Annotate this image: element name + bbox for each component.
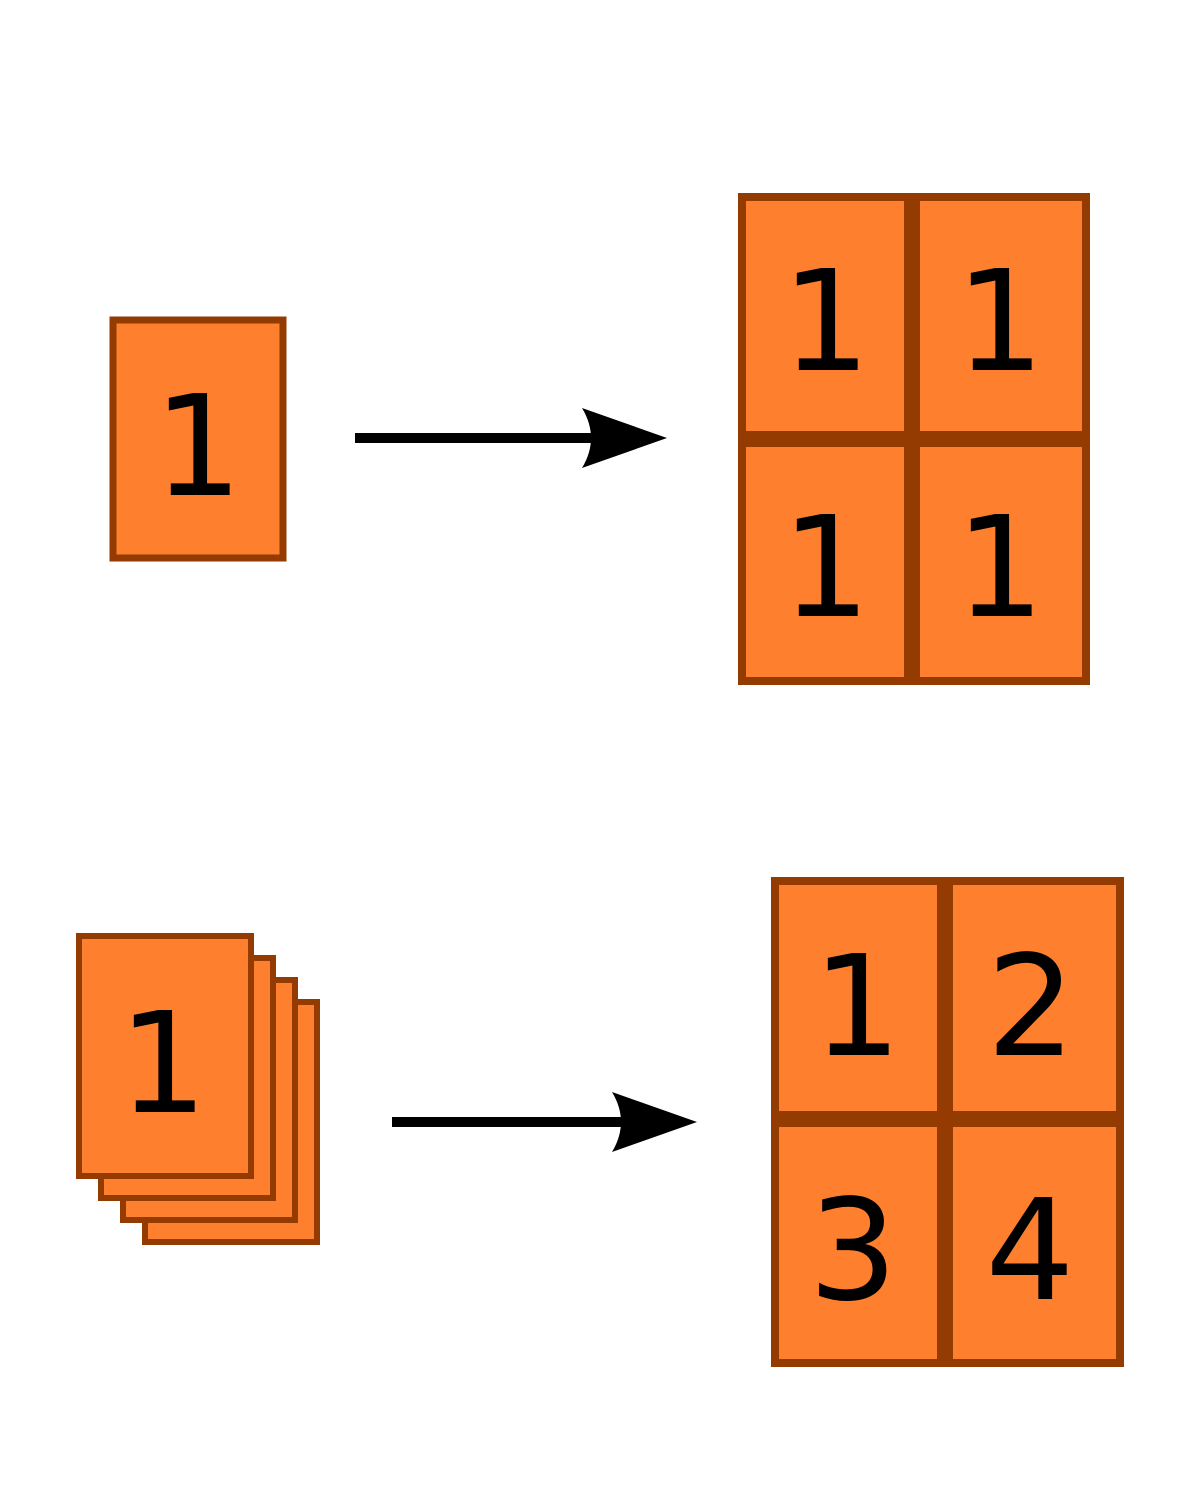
top-result-cell-label-1: 1 xyxy=(781,241,870,404)
bottom-arrow xyxy=(392,1092,697,1152)
top-result-cell-3 xyxy=(738,439,912,685)
stacked-page-1 xyxy=(76,933,254,1179)
bottom-result-cell-1 xyxy=(771,877,945,1119)
top-source-page: 1 xyxy=(109,316,287,562)
top-result-cell-1 xyxy=(738,193,912,439)
top-arrow xyxy=(355,408,667,468)
bottom-source-stack-label: 1 xyxy=(118,983,207,1146)
bottom-result-cell-2 xyxy=(945,877,1124,1119)
bottom-result-cell-label-2: 2 xyxy=(986,926,1075,1089)
top-result-cell-label-2: 1 xyxy=(955,241,1044,404)
bottom-result-cell-3 xyxy=(771,1119,945,1367)
top-result-sheet: 1 1 1 1 xyxy=(738,193,1090,685)
arrow-right-icon xyxy=(612,1092,697,1152)
top-result-cell-2 xyxy=(912,193,1090,439)
bottom-result-cell-4 xyxy=(945,1119,1124,1367)
bottom-result-cell-label-1: 1 xyxy=(812,926,901,1089)
top-source-page-label: 1 xyxy=(153,366,242,529)
bottom-source-stack: 1 xyxy=(76,933,320,1245)
bottom-result-cell-label-3: 3 xyxy=(808,1170,897,1333)
top-result-cell-4 xyxy=(912,439,1090,685)
bottom-result-cell-label-4: 4 xyxy=(985,1170,1074,1333)
top-result-cell-label-3: 1 xyxy=(781,487,870,650)
top-result-cell-label-4: 1 xyxy=(955,487,1044,650)
bottom-result-sheet: 1 2 3 4 xyxy=(771,877,1124,1367)
arrow-right-icon xyxy=(582,408,667,468)
